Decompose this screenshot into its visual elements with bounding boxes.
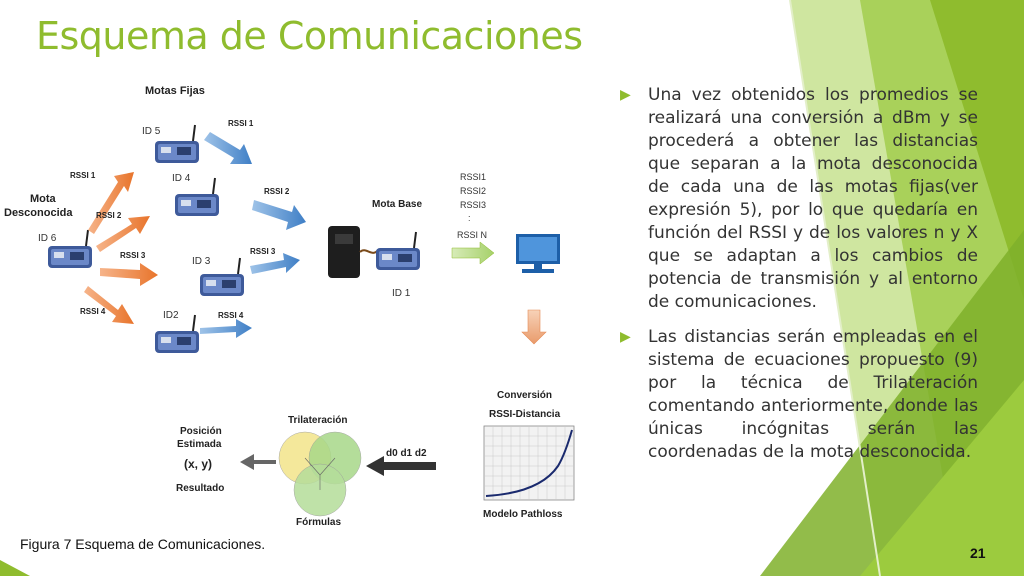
bullet-text: Las distancias serán empleadas en el sis… [648,327,978,462]
svg-text:RSSI N: RSSI N [457,230,487,240]
svg-text:RSSI3: RSSI3 [460,200,486,210]
pathloss-label: Modelo Pathloss [483,509,563,520]
base-station-box [328,226,360,278]
computer-icon [516,234,560,273]
bullet-list: ▶ Una vez obtenidos los promedios se rea… [620,84,978,476]
arrow-rssi2-blue [252,200,306,230]
arrow-rssi1-blue [204,132,252,164]
id6-label: ID 6 [38,233,57,244]
formulas-label: Fórmulas [296,517,341,528]
base-mote-label: Mota Base [372,199,422,210]
arrow-rssi2-orange [96,216,150,252]
slide-title: Esquema de Comunicaciones [36,14,583,58]
id5-label: ID 5 [142,126,161,137]
id3-label: ID 3 [192,256,211,267]
distances-label: d0 d1 d2 [386,448,427,459]
id1-label: ID 1 [392,288,411,299]
trilateration-label: Trilateración [288,415,347,426]
bullet-arrow-icon: ▶ [620,87,631,103]
rssi2-blue-label: RSSI 2 [264,187,290,196]
conversion-title-1: Conversión [497,390,552,401]
fixed-motes-label: Motas Fijas [145,85,205,97]
pathloss-chart [483,425,575,501]
unknown-mote-label-2: Desconocida [4,207,73,219]
distances-arrow [366,456,436,476]
mote-id1 [375,231,421,271]
arrow-rssi3-blue [250,253,300,274]
rssi3-blue-label: RSSI 3 [250,247,276,256]
down-arrow [521,309,547,345]
rssi4-blue-label: RSSI 4 [218,311,244,320]
arrow-rssi4-orange [84,286,134,324]
mote-id5 [154,124,200,164]
position-label-1: Posición [180,426,222,437]
rssi3-orange-label: RSSI 3 [120,251,146,260]
arrow-to-computer [451,241,495,265]
rssi4-orange-label: RSSI 4 [80,307,106,316]
bullet-item: ▶ Las distancias serán empleadas en el s… [620,326,978,464]
communications-diagram: Motas Fijas Mota Desconocida ID 5 ID 4 I… [4,85,575,528]
id4-label: ID 4 [172,173,191,184]
xy-label: (x, y) [184,457,212,471]
arrow-rssi4-blue [200,319,252,338]
bullet-arrow-icon: ▶ [620,329,631,345]
id2-label: ID2 [163,310,179,321]
result-label: Resultado [176,483,224,494]
bullet-item: ▶ Una vez obtenidos los promedios se rea… [620,84,978,314]
svg-text:RSSI1: RSSI1 [460,172,486,182]
rssi1-blue-label: RSSI 1 [228,119,254,128]
rssi1-orange-label: RSSI 1 [70,171,96,180]
bullet-text: Una vez obtenidos los promedios se reali… [648,85,978,312]
unknown-mote-label-1: Mota [30,193,57,205]
conversion-title-2: RSSI-Distancia [489,409,561,420]
figure-caption: Figura 7 Esquema de Comunicaciones. [20,536,266,552]
svg-text::: : [468,213,471,223]
position-label-2: Estimada [177,439,222,450]
arrow-rssi3-orange [100,263,158,286]
svg-text:RSSI2: RSSI2 [460,186,486,196]
rssi2-orange-label: RSSI 2 [96,211,122,220]
arrow-rssi1-orange [88,172,134,234]
trilateration-circles [278,431,362,517]
rssi-list: RSSI1 RSSI2 RSSI3 : RSSI N [457,172,487,240]
result-arrow [240,454,276,470]
page-number: 21 [970,545,986,561]
